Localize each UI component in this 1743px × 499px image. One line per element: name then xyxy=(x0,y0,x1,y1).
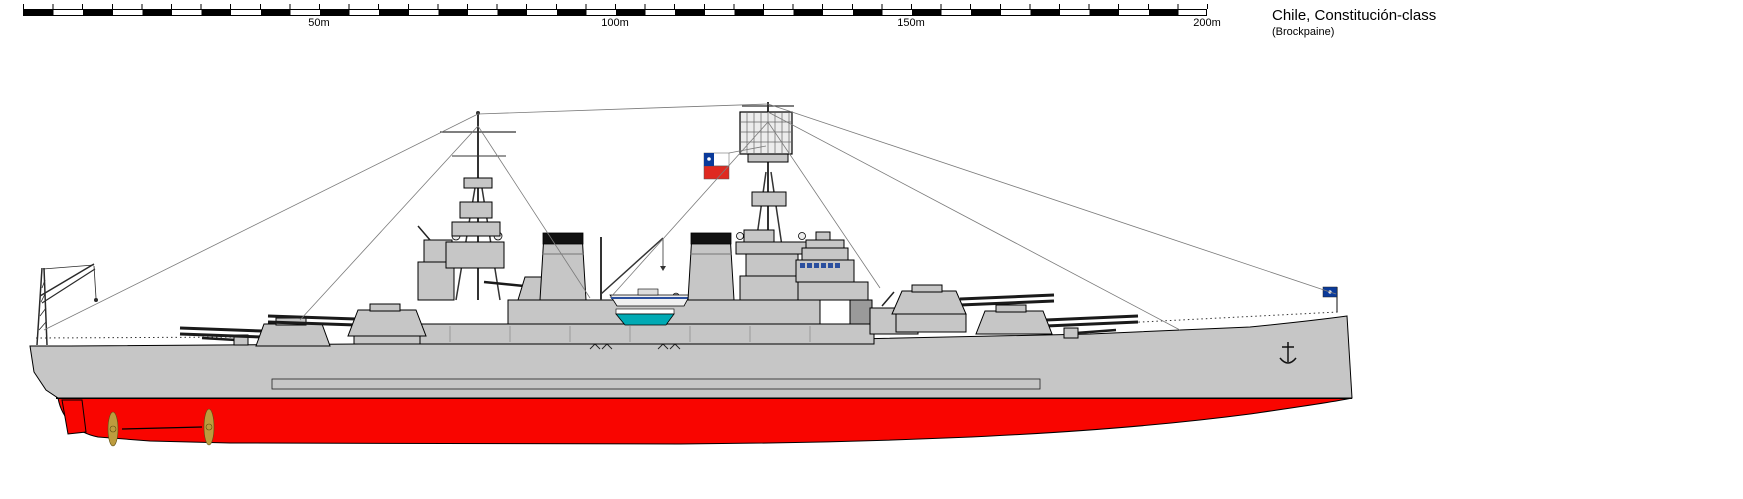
mast-top-platform xyxy=(463,177,493,189)
aft-turret-x xyxy=(267,303,427,345)
rigging xyxy=(43,103,1337,331)
barbette xyxy=(895,313,967,333)
rangefinder xyxy=(911,284,943,293)
searchlight xyxy=(798,232,806,240)
conning-tower xyxy=(849,299,873,325)
artist-credit: (Brockpaine) xyxy=(1272,26,1335,38)
boat-teal xyxy=(615,313,675,326)
rudder xyxy=(61,399,87,435)
funnel-aft xyxy=(539,232,587,301)
scale-label-100m: 100m xyxy=(601,17,629,29)
aa-gun xyxy=(417,225,431,241)
scale-label-150m: 150m xyxy=(897,17,925,29)
scale-bar-strip xyxy=(23,9,1207,16)
aa-gun xyxy=(881,291,895,307)
bridge-windows xyxy=(800,263,840,268)
fore-turret-a xyxy=(975,304,1139,335)
flag-star xyxy=(707,157,711,161)
chile-flag xyxy=(703,145,767,180)
fighting-top xyxy=(739,111,793,155)
rangefinder xyxy=(995,304,1027,313)
hull-side xyxy=(29,315,1353,399)
stern-crane xyxy=(36,263,98,346)
rangefinder xyxy=(805,239,845,249)
fore-turret-b xyxy=(891,284,1055,333)
foremast xyxy=(735,102,807,301)
hull xyxy=(29,311,1353,399)
bridge xyxy=(795,231,919,335)
searchlight-platform xyxy=(445,241,505,269)
scale-label-50m: 50m xyxy=(308,17,330,29)
scale-label-200m: 200m xyxy=(1193,17,1221,29)
ships-boats xyxy=(609,288,691,326)
rangefinder xyxy=(369,303,401,312)
underwater-hull xyxy=(57,397,1353,447)
boat-crane xyxy=(600,237,666,300)
casemate-gun-fore xyxy=(1063,327,1117,339)
stern-railing xyxy=(35,336,253,339)
deckhouse-01 xyxy=(391,323,875,345)
red-hull xyxy=(57,397,1353,445)
hull-belt-line xyxy=(271,378,1041,390)
prop-shaft xyxy=(121,426,203,430)
scale-tick-row xyxy=(23,4,1208,9)
funnel-fore xyxy=(687,232,735,301)
mainmast xyxy=(417,111,516,301)
anchor xyxy=(1279,342,1297,364)
launch-white xyxy=(609,294,691,307)
scale-bar: 50m 100m 150m 200m xyxy=(23,4,1221,29)
drawing-title: Chile, Constitución-class xyxy=(1272,7,1437,24)
searchlight xyxy=(736,232,744,240)
